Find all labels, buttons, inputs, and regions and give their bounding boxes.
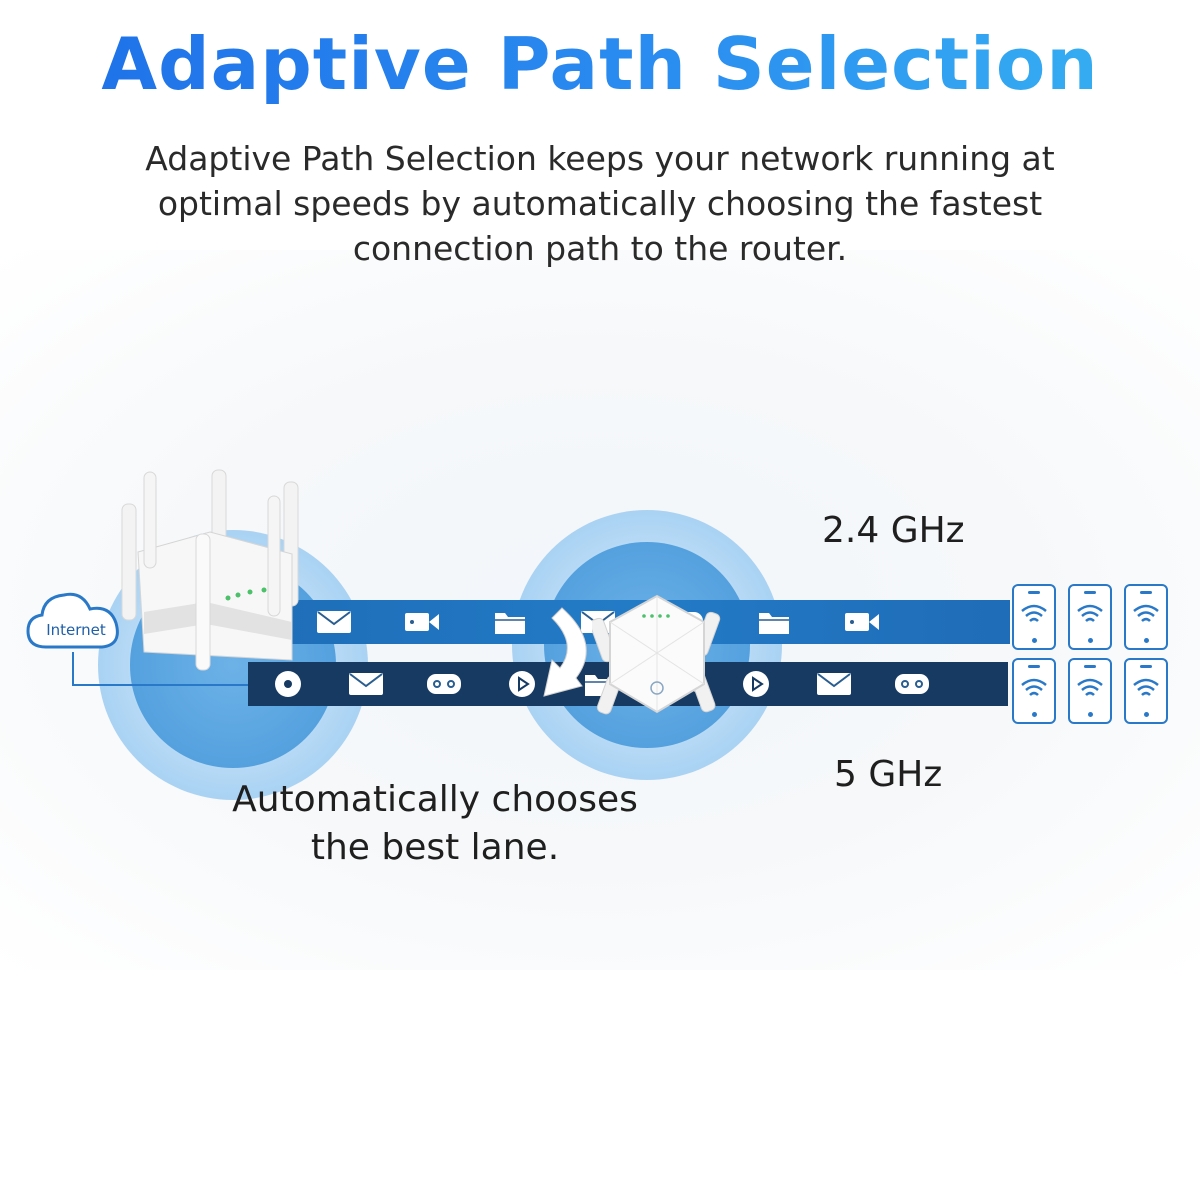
internet-connector-line [72, 652, 252, 686]
client-device [1124, 584, 1168, 650]
page-title: Adaptive Path Selection [0, 22, 1200, 106]
client-device [1012, 584, 1056, 650]
cloud-icon [26, 592, 119, 649]
gamepad-icon [426, 669, 462, 699]
disc-icon [270, 669, 306, 699]
internet-cloud: Internet [24, 585, 124, 659]
gamepad-icon [894, 669, 930, 699]
mail-icon [348, 669, 384, 699]
switch-lane-arrow-icon [543, 607, 587, 697]
client-device [1124, 658, 1168, 724]
client-device [1068, 658, 1112, 724]
wifi-icon [1021, 604, 1047, 622]
mail-icon [816, 669, 852, 699]
folder-icon [756, 607, 792, 637]
play-icon [738, 669, 774, 699]
band-label-2-4ghz: 2.4 GHz [822, 510, 965, 551]
page-subtitle: Adaptive Path Selection keeps your netwo… [145, 139, 1055, 268]
caption-line-1: Automatically chooses [232, 779, 638, 820]
wifi-icon [1077, 604, 1103, 622]
band-label-5ghz: 5 GHz [834, 754, 943, 795]
folder-icon [492, 607, 528, 637]
wifi-icon [1133, 604, 1159, 622]
extender-device [589, 588, 722, 720]
internet-label: Internet [46, 621, 106, 639]
wifi-icon [1077, 678, 1103, 696]
lane-caption: Automatically chooses the best lane. [175, 776, 695, 872]
client-device [1068, 584, 1112, 650]
caption-line-2: the best lane. [310, 827, 560, 868]
wifi-icon [1021, 678, 1047, 696]
video-camera-icon [844, 607, 880, 637]
wifi-icon [1133, 678, 1159, 696]
play-icon [504, 669, 540, 699]
router-device [118, 462, 308, 672]
video-camera-icon [404, 607, 440, 637]
client-device [1012, 658, 1056, 724]
mail-icon [316, 607, 352, 637]
